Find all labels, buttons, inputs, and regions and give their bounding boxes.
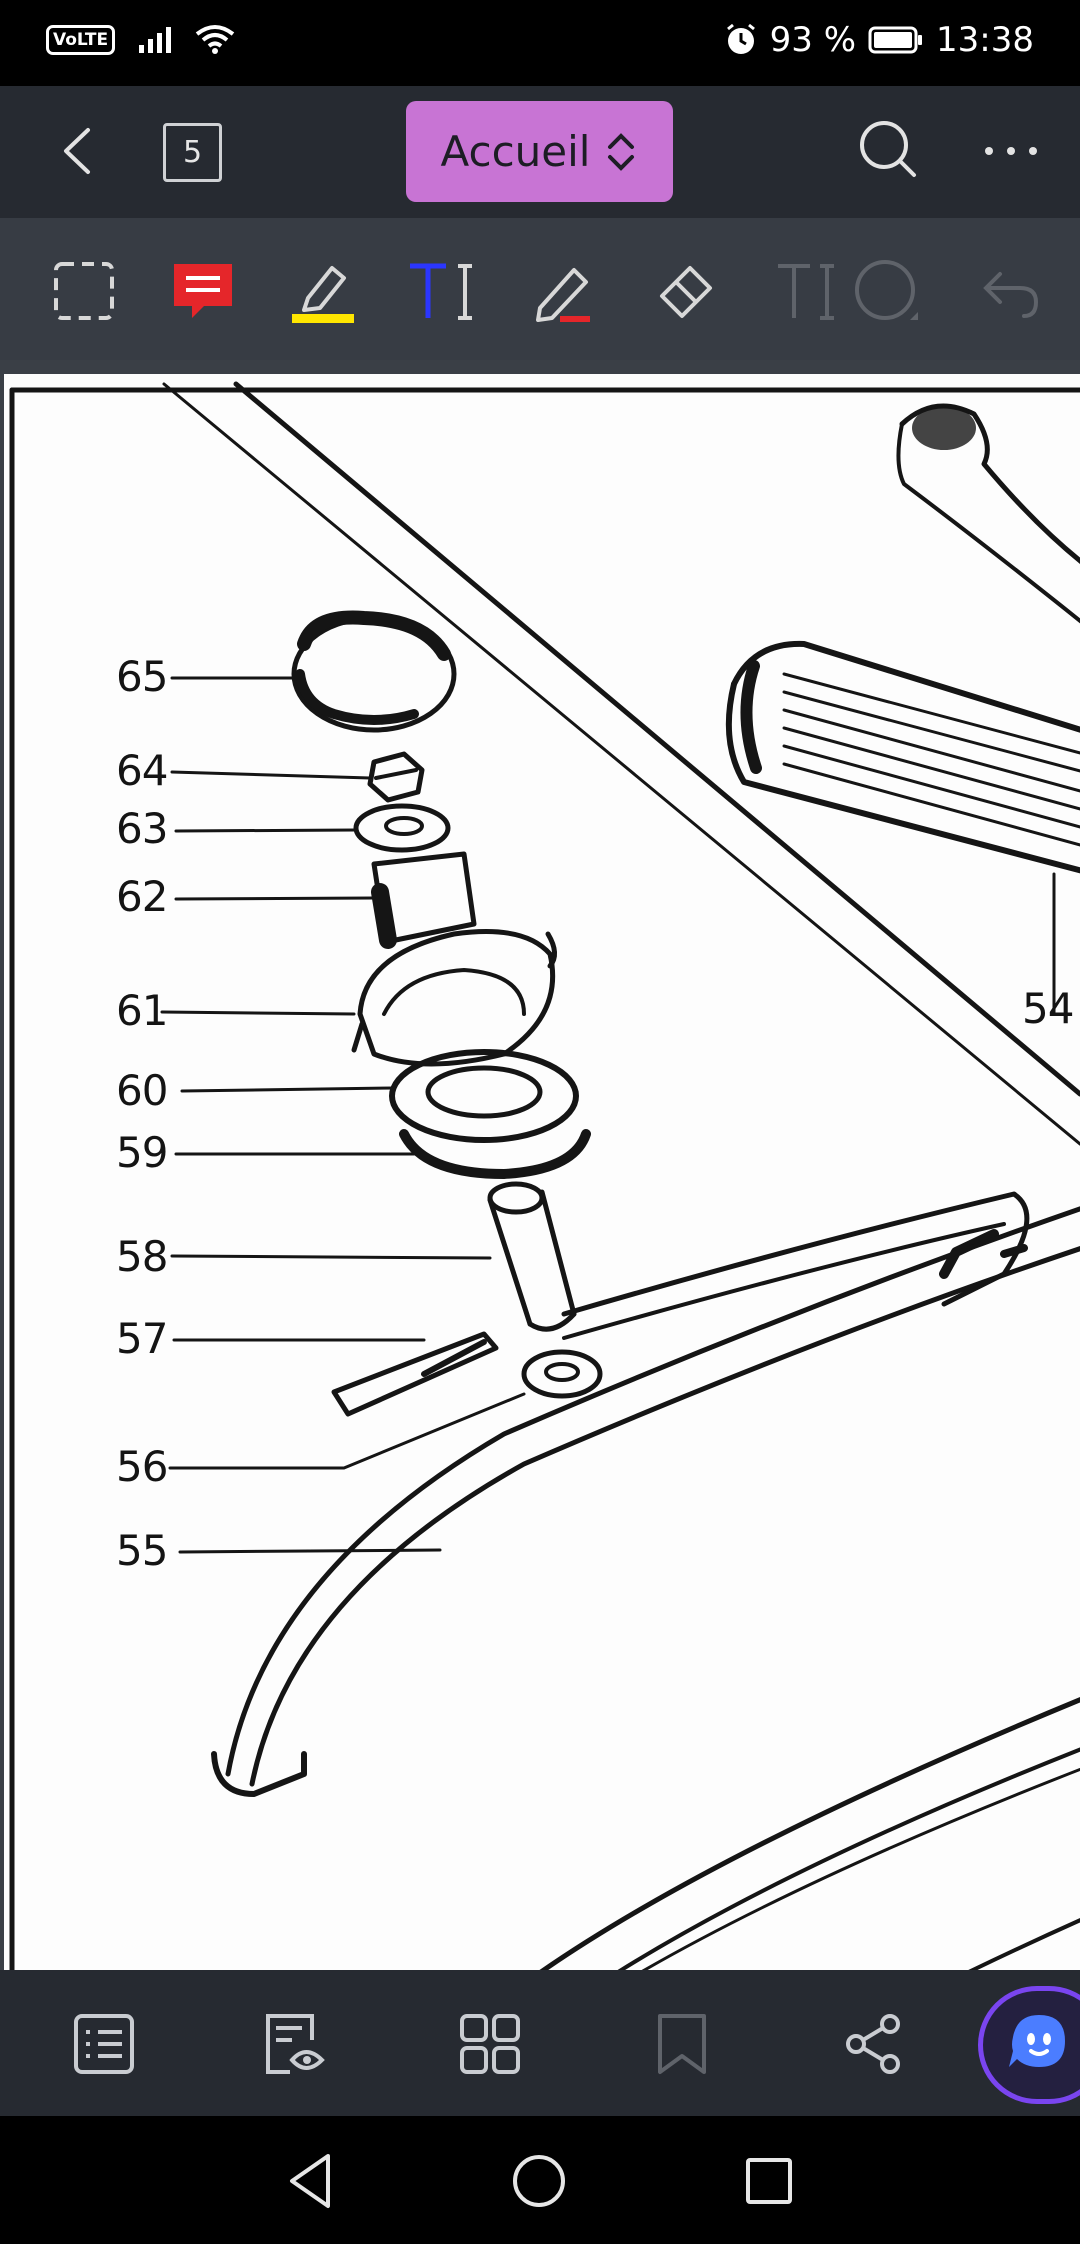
- comment-tool[interactable]: [168, 256, 238, 326]
- outline-button[interactable]: [72, 2012, 136, 2076]
- part-label-57: 57: [116, 1314, 168, 1363]
- battery-icon: [868, 26, 923, 54]
- eraser-icon: [660, 266, 712, 318]
- nav-recents-icon: [746, 2158, 792, 2204]
- part-label-65: 65: [116, 652, 168, 701]
- status-left: VoLTE: [46, 24, 235, 56]
- part-label-59: 59: [116, 1128, 168, 1177]
- clock: 13:38: [936, 20, 1034, 60]
- nav-back-button[interactable]: [278, 2148, 344, 2214]
- undo-icon: [983, 272, 1039, 318]
- thumbnails-icon: [460, 2014, 520, 2074]
- read-mode-button[interactable]: [262, 2012, 326, 2076]
- alarm-icon: [726, 23, 755, 54]
- share-icon: [846, 2014, 900, 2074]
- exploded-parts-diagram: [9, 381, 1080, 1970]
- text-box-icon: [778, 264, 834, 320]
- outline-icon: [74, 2014, 134, 2074]
- search-button[interactable]: [852, 114, 924, 186]
- annotation-toolbar: [0, 218, 1080, 360]
- highlighter-icon: [292, 266, 354, 323]
- status-bar: VoLTE 93 % 13:38: [0, 0, 1080, 86]
- bookmark-button[interactable]: [650, 2012, 714, 2076]
- undo-button[interactable]: [976, 256, 1046, 326]
- part-label-55: 55: [116, 1526, 168, 1575]
- pen-tool[interactable]: [530, 256, 600, 326]
- bookmark-icon: [658, 2014, 706, 2074]
- nav-recents-button[interactable]: [736, 2148, 802, 2214]
- back-button[interactable]: [44, 116, 114, 186]
- part-label-54: 54: [1022, 984, 1074, 1033]
- text-box-tool[interactable]: [770, 256, 840, 326]
- thumbnails-button[interactable]: [458, 2012, 522, 2076]
- part-label-61: 61: [116, 986, 168, 1035]
- volte-badge: VoLTE: [46, 25, 116, 55]
- highlighter-tool[interactable]: [288, 256, 358, 326]
- battery-percent: 93 %: [769, 20, 857, 60]
- select-area-tool[interactable]: [50, 256, 120, 326]
- nav-home-button[interactable]: [506, 2148, 572, 2214]
- bottom-toolbar: [0, 1970, 1080, 2116]
- shape-tool[interactable]: [852, 256, 922, 326]
- part-label-60: 60: [116, 1066, 168, 1115]
- shape-icon: [855, 260, 918, 320]
- share-button[interactable]: [842, 2012, 906, 2076]
- document-page: 65 64 63 62 61 60 59 58 57 56 55 54: [4, 374, 1080, 1970]
- wifi-icon: [195, 25, 235, 54]
- back-icon: [64, 128, 90, 174]
- nav-back-icon: [290, 2154, 330, 2208]
- ai-assistant-button[interactable]: [978, 1986, 1080, 2104]
- status-right: 93 % 13:38: [724, 20, 1034, 60]
- signal-icon: [139, 27, 172, 53]
- part-label-56: 56: [116, 1442, 168, 1491]
- document-menu-button[interactable]: Accueil: [406, 101, 673, 202]
- text-tool[interactable]: [406, 256, 476, 326]
- document-menu-label: Accueil: [440, 127, 591, 176]
- nav-home-icon: [513, 2155, 565, 2207]
- read-mode-icon: [266, 2014, 325, 2074]
- system-navigation-bar: [0, 2116, 1080, 2244]
- eraser-tool[interactable]: [650, 256, 720, 326]
- top-app-bar: 5 Accueil: [0, 86, 1080, 218]
- more-button[interactable]: [980, 126, 1042, 176]
- comment-icon: [174, 264, 232, 318]
- pen-icon: [536, 268, 590, 322]
- part-label-64: 64: [116, 746, 168, 795]
- more-icon: [985, 147, 1037, 155]
- page-number-button[interactable]: 5: [163, 123, 222, 182]
- part-label-62: 62: [116, 872, 168, 921]
- search-icon: [860, 121, 916, 177]
- text-icon: [410, 263, 472, 320]
- part-label-63: 63: [116, 804, 168, 853]
- part-label-58: 58: [116, 1232, 168, 1281]
- ai-assistant-icon: [1009, 2015, 1065, 2067]
- document-viewer[interactable]: 65 64 63 62 61 60 59 58 57 56 55 54: [0, 360, 1080, 1970]
- select-area-icon: [54, 262, 114, 320]
- chevron-up-down-icon: [608, 132, 635, 171]
